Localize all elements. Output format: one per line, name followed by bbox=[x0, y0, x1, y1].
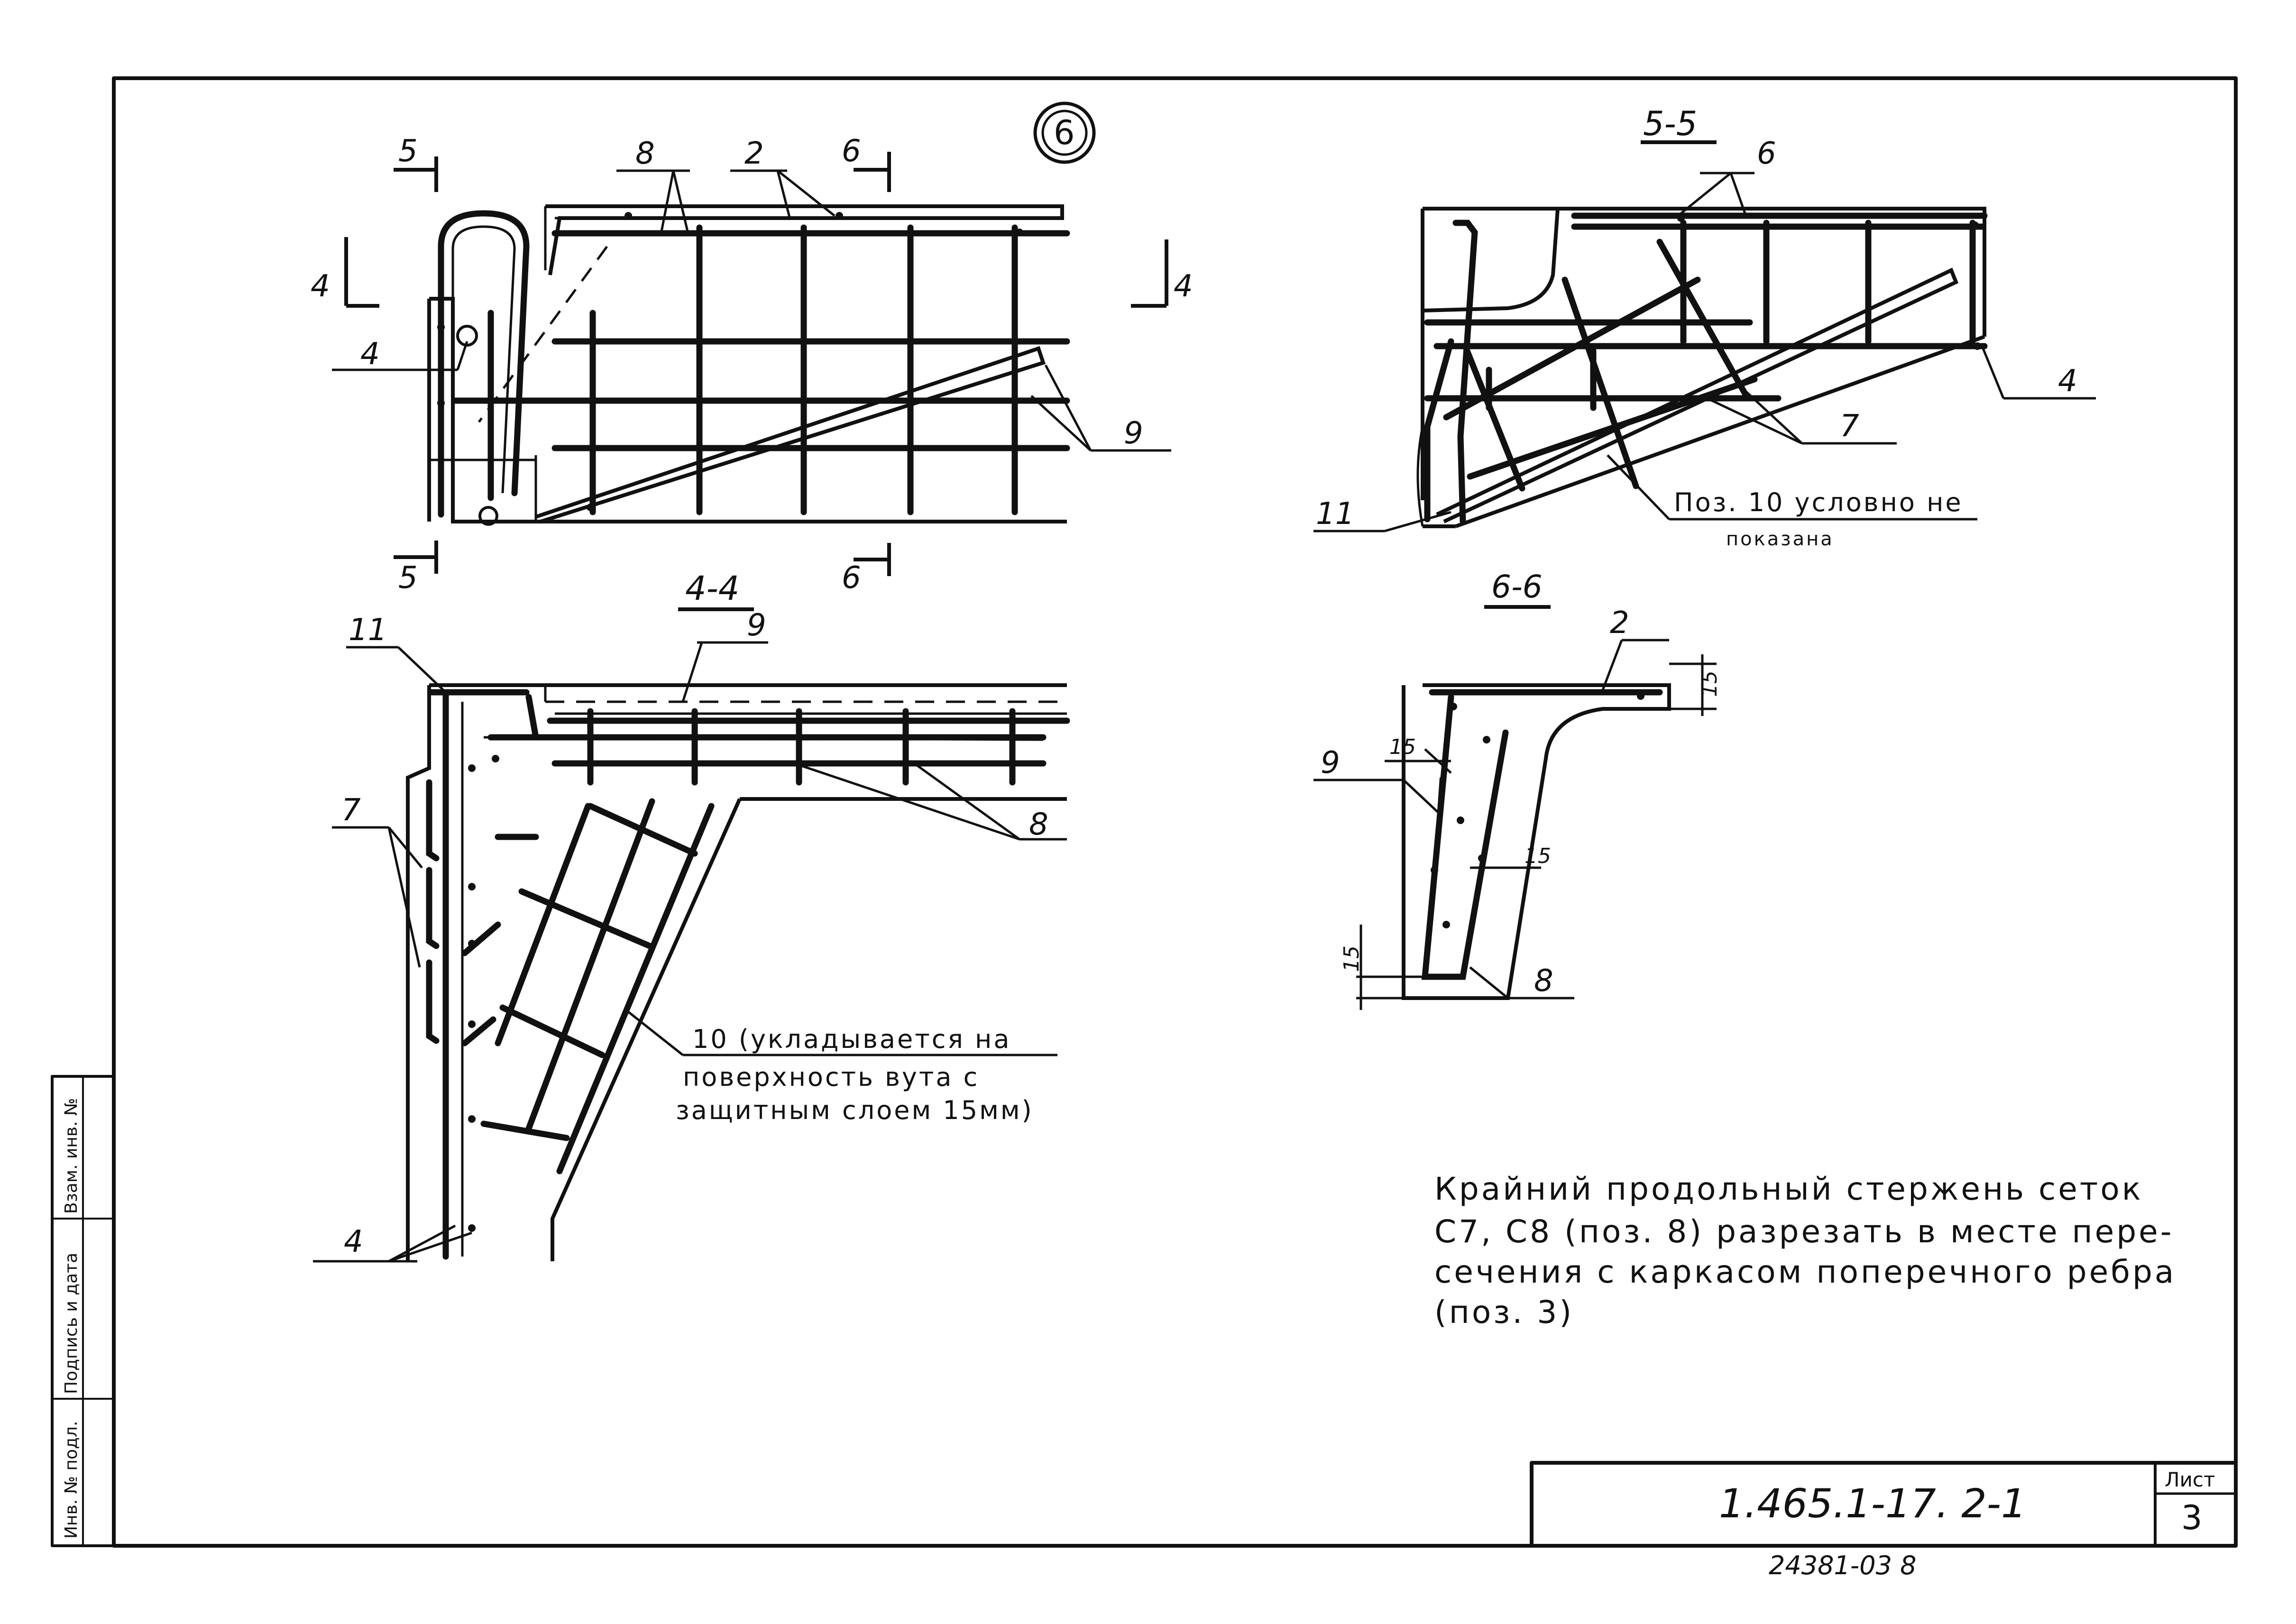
detail-6-elevation: 6 bbox=[311, 101, 1193, 596]
section-5-5: 5-5 6 bbox=[1313, 104, 2096, 550]
section-6-6: 6-6 2 9 8 15 15 15 15 bbox=[1313, 569, 1722, 1010]
pos-4-label-4-4: 4 bbox=[344, 1224, 363, 1259]
title-block: 1.465.1-17. 2-1 Лист 3 24381-03 8 bbox=[1530, 1461, 2238, 1580]
cut-mark-6-top: 6 bbox=[842, 134, 861, 169]
note-5-5-line1: Поз. 10 условно не bbox=[1674, 487, 1963, 517]
sheet-frame bbox=[112, 76, 2238, 1548]
pos-9-label-6-6: 9 bbox=[1321, 745, 1340, 780]
pos-2-label-6-6: 2 bbox=[1610, 606, 1629, 641]
pos-4-label-5-5: 4 bbox=[2058, 364, 2077, 399]
main-note-line3: сечения с каркасом поперечного ребра bbox=[1434, 1254, 2176, 1290]
dim-15-bottom: 15 bbox=[1340, 945, 1364, 972]
pos-4-label: 4 bbox=[360, 337, 380, 372]
pos-9-label-4-4: 9 bbox=[747, 608, 766, 643]
archive-number: 24381-03 8 bbox=[1769, 1551, 1917, 1580]
pos-6-label-5-5: 6 bbox=[1757, 136, 1776, 171]
pos-9-label: 9 bbox=[1124, 416, 1143, 451]
side-stamp: Взам. инв. № Подпись и дата Инв. № подл. bbox=[51, 1075, 115, 1547]
pos-8-label: 8 bbox=[635, 136, 655, 171]
pos-8-label-4-4: 8 bbox=[1029, 807, 1048, 842]
note-4-4-line3: защитным слоем 15мм) bbox=[676, 1095, 1034, 1125]
main-note: Крайний продольный стержень сеток С7, С8… bbox=[1434, 1171, 2176, 1330]
note-5-5-line2: показана bbox=[1726, 528, 1834, 550]
pos-8-label-6-6: 8 bbox=[1534, 963, 1553, 999]
dim-15-left: 15 bbox=[1389, 735, 1416, 759]
pos-2-label: 2 bbox=[744, 136, 764, 171]
detail-mark: 6 bbox=[1054, 113, 1075, 152]
cut-mark-4-left: 4 bbox=[311, 269, 330, 304]
cut-mark-4-right: 4 bbox=[1174, 269, 1193, 304]
note-4-4-line1: 10 (укладывается на bbox=[692, 1024, 1011, 1054]
section-5-5-title: 5-5 bbox=[1643, 104, 1697, 143]
pos-7-label-4-4: 7 bbox=[341, 793, 361, 828]
dim-15-mid: 15 bbox=[1525, 844, 1551, 868]
pos-11-label-4-4: 11 bbox=[349, 613, 387, 648]
note-4-4-line2: поверхность вута с bbox=[683, 1062, 979, 1092]
doc-code: 1.465.1-17. 2-1 bbox=[1719, 1480, 2026, 1527]
stamp-podpis-data: Подпись и дата bbox=[62, 1253, 81, 1394]
pos-11-label-5-5: 11 bbox=[1316, 496, 1354, 532]
main-note-line1: Крайний продольный стержень сеток bbox=[1434, 1171, 2143, 1207]
main-note-line2: С7, С8 (поз. 8) разрезать в месте пере- bbox=[1434, 1213, 2174, 1250]
section-4-4: 4-4 bbox=[313, 569, 1070, 1263]
dim-15-top: 15 bbox=[1698, 670, 1722, 697]
stamp-vzam-inv: Взам. инв. № bbox=[62, 1098, 81, 1214]
cut-mark-6-bottom: 6 bbox=[842, 560, 861, 596]
cut-mark-5-top: 5 bbox=[398, 134, 418, 169]
sheet-label: Лист bbox=[2165, 1468, 2215, 1491]
main-note-line4: (поз. 3) bbox=[1434, 1294, 1574, 1330]
stamp-inv-podl: Инв. № подл. bbox=[62, 1421, 81, 1539]
sheet-number: 3 bbox=[2181, 1498, 2203, 1537]
cut-mark-5-bottom: 5 bbox=[398, 560, 418, 596]
section-6-6-title: 6-6 bbox=[1491, 569, 1543, 605]
pos-7-label-5-5: 7 bbox=[1840, 409, 1859, 444]
section-4-4-title: 4-4 bbox=[685, 569, 739, 608]
